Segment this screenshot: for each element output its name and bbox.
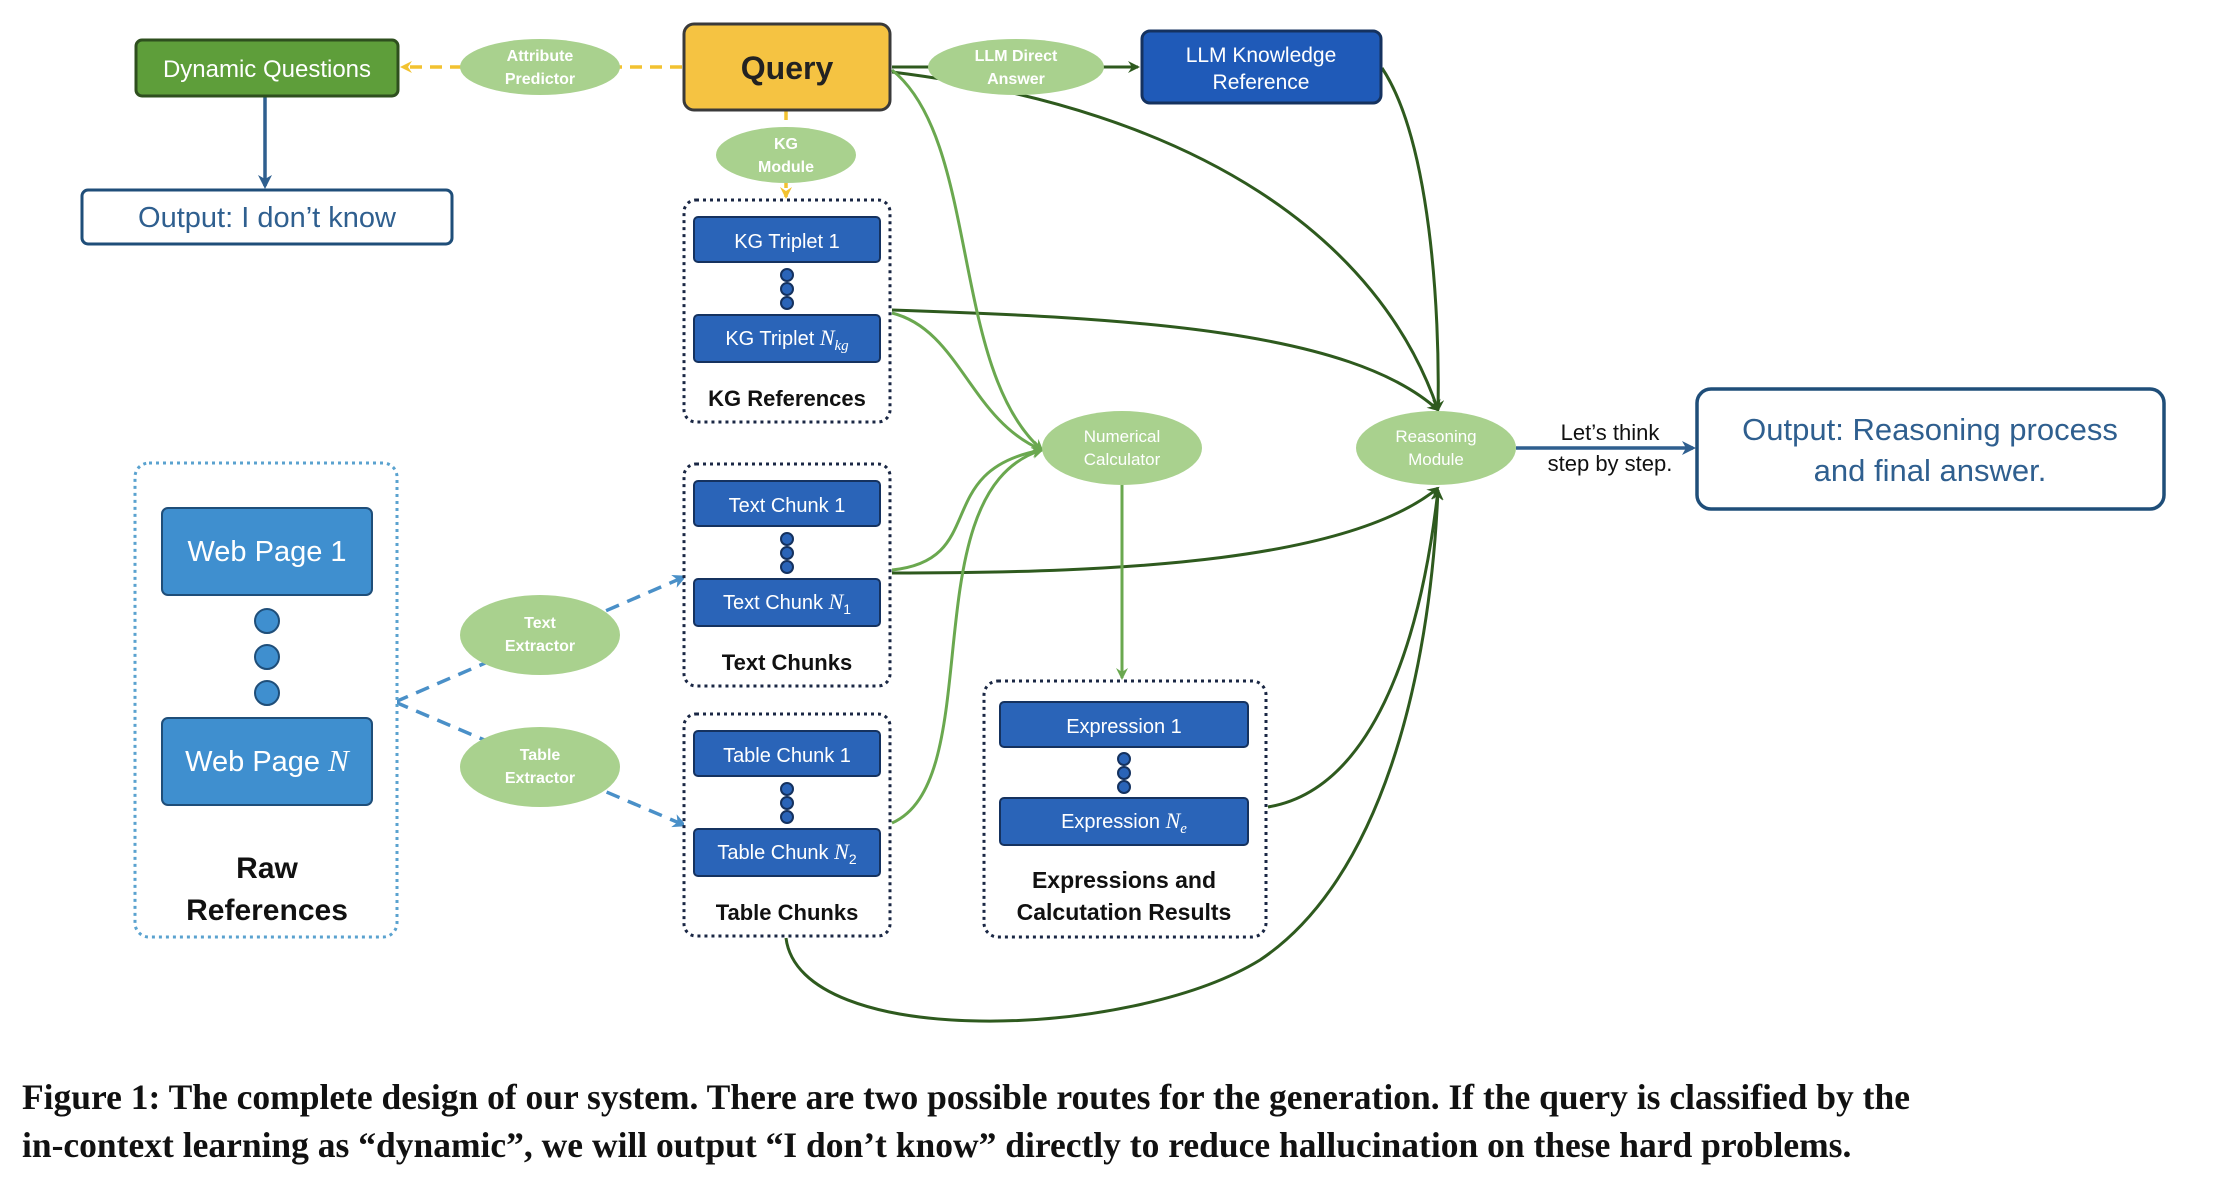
figure-caption: Figure 1: The complete design of our sys…: [22, 1073, 2222, 1169]
text-chunk-n-label: Text Chunk N1: [723, 589, 851, 617]
table-chunk-n-box: [693, 828, 881, 877]
expression-n-label: Expression Ne: [1061, 808, 1187, 837]
text-chunk-1-label: Text Chunk 1: [729, 495, 846, 517]
ellipsis-dot-icon: [1117, 780, 1131, 794]
text-extractor-module: Text Extractor: [460, 595, 620, 675]
llm-knowledge-line1: LLM Knowledge: [1186, 44, 1337, 67]
query-label: Query: [741, 50, 834, 86]
expression-n-box: [999, 797, 1249, 846]
ellipsis-dot-icon: [1117, 752, 1131, 766]
system-design-diagram: Attribute Predictor LLM Direct Answer KG…: [80, 22, 2166, 1023]
kg-triplet-n-box: [693, 314, 881, 363]
dynamic-questions-node: Dynamic Questions: [134, 38, 400, 98]
llm-direct-answer-module: LLM Direct Answer: [928, 39, 1104, 95]
edge-table-to-numerical: [891, 447, 1044, 825]
kg-references-group: KG Triplet 1 KG Triplet Nkg KG Reference…: [682, 198, 892, 424]
edge-expressions-to-reasoning: [1267, 488, 1443, 809]
expressions-line2: Calcutation Results: [1017, 899, 1232, 925]
output-dont-know-node: Output: I don’t know: [80, 188, 454, 246]
edge-kg-to-reasoning: [891, 308, 1440, 412]
llm-knowledge-reference-node: LLM Knowledge Reference: [1140, 29, 1383, 105]
caption-line-1: Figure 1: The complete design of our sys…: [22, 1077, 1910, 1117]
kg-module-line2: Module: [758, 159, 814, 176]
ellipsis-dot-icon: [780, 546, 794, 560]
llm-direct-line1: LLM Direct: [975, 48, 1058, 65]
ellipsis-dot-icon: [254, 644, 280, 670]
kg-triplet-n-label: KG Triplet Nkg: [725, 325, 849, 354]
text-chunk-1-box: [693, 480, 881, 527]
table-chunks-group: Table Chunk 1 Table Chunk N2 Table Chunk…: [682, 712, 892, 938]
web-page-1-box: [161, 507, 373, 596]
raw-references-line1: Raw: [236, 852, 298, 885]
ellipsis-dot-icon: [780, 782, 794, 796]
kg-module-line1: KG: [774, 136, 798, 153]
ellipsis-dot-icon: [780, 282, 794, 296]
attribute-predictor-line2: Predictor: [505, 71, 575, 88]
edge-kg-to-numerical: [891, 311, 1044, 452]
ellipsis-dot-icon: [254, 680, 280, 706]
text-extractor-line2: Extractor: [505, 638, 575, 655]
text-chunks-title: Text Chunks: [722, 650, 852, 675]
kg-module: KG Module: [716, 127, 856, 183]
table-chunk-n-label: Table Chunk N2: [717, 839, 856, 867]
raw-references-group: Web Page 1 Web Page N Raw References: [133, 461, 399, 939]
output-reasoning-line1: Output: Reasoning process: [1742, 412, 2118, 447]
lets-think-line2: step by step.: [1548, 451, 1673, 476]
attribute-predictor-module: Attribute Predictor: [460, 39, 620, 95]
edge-llm-knowledge-to-reasoning: [1380, 67, 1445, 412]
attribute-predictor-line1: Attribute: [507, 48, 574, 65]
output-reasoning-line2: and final answer.: [1814, 453, 2047, 488]
edge-query-to-reasoning: [891, 70, 1441, 412]
text-chunk-n-box: [693, 578, 881, 627]
kg-triplet-1-box: [693, 216, 881, 263]
caption-line-2: in-context learning as “dynamic”, we wil…: [22, 1125, 1852, 1165]
output-dont-know-label: Output: I don’t know: [138, 202, 397, 234]
kg-references-title: KG References: [708, 386, 866, 411]
web-page-n-label: Web Page N: [185, 743, 351, 778]
query-node: Query: [682, 22, 892, 112]
expressions-line1: Expressions and: [1032, 867, 1216, 893]
lets-think-line1: Let’s think: [1561, 420, 1661, 445]
llm-direct-line2: Answer: [987, 71, 1045, 88]
expressions-group: Expression 1 Expression Ne Expressions a…: [982, 679, 1268, 939]
ellipsis-dot-icon: [254, 608, 280, 634]
ellipsis-dot-icon: [780, 532, 794, 546]
raw-references-line2: References: [186, 894, 348, 927]
kg-triplet-1-label: KG Triplet 1: [734, 231, 840, 253]
table-chunk-1-box: [693, 730, 881, 777]
edge-text-to-reasoning: [891, 486, 1440, 575]
web-page-n-box: [161, 717, 373, 806]
edge-raw-to-text: [394, 574, 687, 704]
expression-1-box: [999, 701, 1249, 748]
reasoning-line1: Reasoning: [1395, 427, 1476, 446]
table-extractor-line1: Table: [520, 747, 561, 764]
numerical-line2: Calculator: [1084, 450, 1161, 469]
ellipsis-dot-icon: [780, 810, 794, 824]
text-extractor-line1: Text: [524, 615, 556, 632]
numerical-line1: Numerical: [1084, 427, 1161, 446]
web-page-1-label: Web Page 1: [187, 536, 346, 568]
numerical-calculator-module: Numerical Calculator: [1042, 411, 1202, 485]
edge-table-to-reasoning: [784, 488, 1444, 1023]
ellipsis-dot-icon: [780, 796, 794, 810]
ellipsis-dot-icon: [780, 560, 794, 574]
edge-text-to-numerical: [891, 445, 1044, 572]
reasoning-module: Reasoning Module: [1356, 411, 1516, 485]
edge-raw-to-table: [394, 700, 687, 828]
ellipsis-dot-icon: [780, 268, 794, 282]
edge-query-to-numerical: [891, 68, 1044, 452]
expression-1-label: Expression 1: [1066, 716, 1182, 738]
table-chunk-1-label: Table Chunk 1: [723, 745, 851, 767]
ellipsis-dot-icon: [780, 296, 794, 310]
ellipsis-dot-icon: [1117, 766, 1131, 780]
llm-knowledge-line2: Reference: [1213, 71, 1310, 94]
dynamic-questions-label: Dynamic Questions: [163, 56, 371, 83]
output-reasoning-node: Output: Reasoning process and final answ…: [1695, 387, 2166, 511]
table-extractor-line2: Extractor: [505, 770, 575, 787]
table-extractor-module: Table Extractor: [460, 727, 620, 807]
reasoning-line2: Module: [1408, 450, 1464, 469]
text-chunks-group: Text Chunk 1 Text Chunk N1 Text Chunks: [682, 462, 892, 688]
table-chunks-title: Table Chunks: [716, 900, 859, 925]
